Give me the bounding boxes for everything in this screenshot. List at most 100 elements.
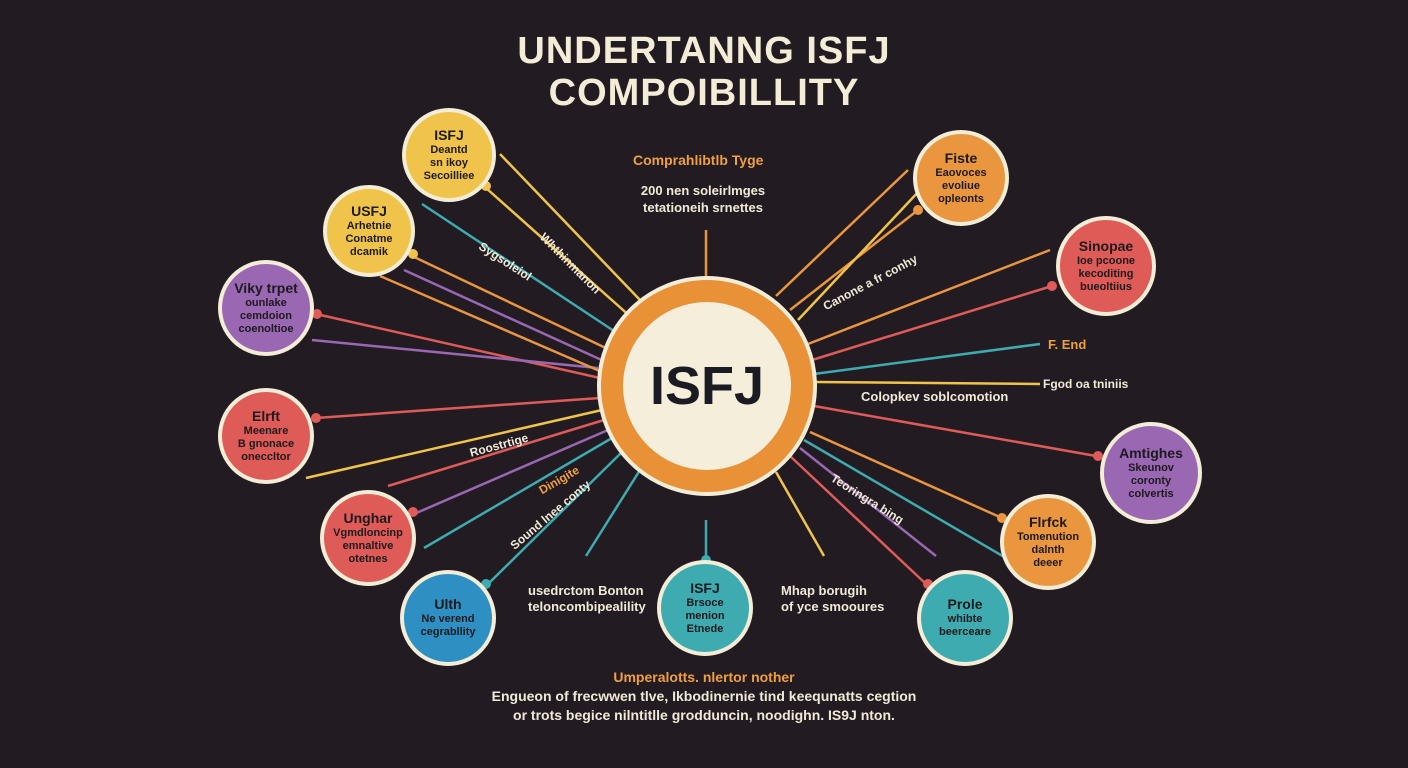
node-title: Elrft — [252, 407, 280, 424]
node-prole: Prole whibte beerceare — [917, 570, 1013, 666]
connector-endpoint-dot — [913, 205, 923, 215]
node-title: ISFJ — [690, 579, 720, 596]
node-line: coronty — [1130, 474, 1172, 487]
node-line: ounlake — [245, 296, 287, 309]
node-title: ISFJ — [434, 126, 464, 143]
connector-line — [797, 189, 921, 321]
connector-line — [423, 436, 613, 550]
node-elrft: Elrft Meenare B gnonace oneccltor — [218, 388, 314, 484]
node-line: bueoltiius — [1080, 280, 1132, 293]
connector-line — [775, 169, 909, 297]
connector-endpoint-dot — [408, 249, 418, 259]
node-amtighes: Amtighes Skeunov coronty colvertis — [1100, 422, 1202, 524]
node-line: Tomenution — [1016, 530, 1080, 543]
bottom-right-text-2: of yce smooures — [781, 599, 885, 614]
node-line: Secoilliee — [423, 169, 475, 182]
node-title: Sinopae — [1078, 237, 1134, 254]
node-viky-trpet: Viky trpet ounlake cemdoion coenoltioe — [218, 260, 314, 356]
connector-endpoint-dot — [408, 507, 418, 517]
connector-line — [413, 428, 609, 516]
connector-line — [774, 471, 826, 557]
line-label-f-end: F. End — [1048, 337, 1087, 352]
node-line: colvertis — [1128, 487, 1174, 500]
node-line: opleonts — [938, 192, 984, 205]
subtitle-line-2: tetationeih srnettes — [643, 200, 763, 215]
connector-line — [403, 268, 607, 364]
node-line: coenoltioe — [238, 322, 294, 335]
node-title: USFJ — [351, 202, 387, 219]
node-line: menion — [685, 609, 725, 622]
node-line: Ioe pcoone — [1076, 254, 1136, 267]
node-line: Skeunov — [1128, 461, 1174, 474]
connector-line — [584, 469, 642, 557]
node-title: Prole — [947, 596, 983, 613]
node-line: Ne verend — [421, 613, 475, 626]
node-line: otetnes — [348, 552, 388, 565]
node-line: Meenare — [243, 424, 289, 437]
connector-line — [803, 438, 1031, 574]
footer-line-1: Engueon of frecwwen tlve, Ikbodinernie t… — [491, 688, 917, 704]
title-line-1: UNDERTANNG ISFJ — [517, 30, 891, 72]
node-flrfck: Flrfck Tomenution dalnth deeer — [1000, 494, 1096, 590]
connector-endpoint-dot — [311, 413, 321, 423]
hub-label: ISFJ — [623, 302, 791, 470]
connector-line — [809, 430, 1003, 520]
node-line: evoliue — [942, 179, 980, 192]
connector-line — [499, 153, 641, 301]
node-line: whibte — [947, 613, 983, 626]
node-line: Vgmdloncinp — [333, 526, 403, 539]
node-isfj-deantd: ISFJ Deantd sn ikoy Secoilliee — [402, 108, 496, 202]
connector-line — [411, 254, 611, 352]
node-line: deeer — [1033, 556, 1063, 569]
node-ulth: Ulth Ne verend cegrabllity — [400, 570, 496, 666]
bottom-left-text-1: usedrctom Bonton — [528, 583, 644, 598]
connector-line — [813, 342, 1041, 376]
connector-line — [799, 447, 937, 557]
node-unghar: Unghar Vgmdloncinp emnaltive otetnes — [320, 490, 416, 586]
connector-line — [789, 455, 927, 585]
node-title: Ulth — [434, 596, 462, 613]
node-line: kecoditing — [1078, 267, 1134, 280]
footer-heading: Umperalotts. nlertor nother — [613, 669, 795, 685]
connector-line — [811, 284, 1053, 362]
node-title: Flrfck — [1028, 513, 1068, 530]
node-line: beerceare — [939, 626, 991, 639]
node-sinopae: Sinopae Ioe pcoone kecoditing bueoltiius — [1056, 216, 1156, 316]
node-line: oneccltor — [241, 450, 291, 463]
compat-type-label: Comprahlibtlb Tyge — [633, 152, 764, 168]
node-line: B gnonace — [237, 437, 295, 450]
node-line: emnaltive — [342, 539, 394, 552]
node-fiste: Fiste Eaovoces evoliue opleonts — [913, 130, 1009, 226]
node-line: Brsoce — [686, 596, 724, 609]
node-line: Arhetnie — [346, 219, 392, 232]
connector-line — [421, 202, 621, 337]
connector-line — [485, 451, 623, 587]
connector-endpoint-dot — [1093, 451, 1103, 461]
connector-line — [379, 274, 603, 374]
node-isfj-brsoce: ISFJ Brsoce menion Etnede — [657, 560, 753, 656]
connector-line — [387, 418, 605, 488]
node-title: Amtighes — [1119, 444, 1183, 461]
connector-line — [315, 312, 601, 380]
connector-line — [813, 404, 1097, 458]
node-line: dcamik — [350, 245, 388, 258]
node-title: Fiste — [944, 149, 978, 166]
footer-line-2: or trots begice nilntitlle grodduncin, n… — [513, 707, 895, 723]
connector-line — [305, 408, 603, 480]
connector-line — [311, 338, 599, 370]
bottom-right-text-1: Mhap borugih — [781, 583, 867, 598]
node-title: Viky trpet — [234, 279, 298, 296]
node-line: cegrabllity — [420, 626, 476, 639]
isfj-hub: ISFJ — [597, 276, 817, 496]
node-line: cemdoion — [240, 309, 292, 322]
node-line: Deantd — [430, 143, 468, 156]
connector-line — [485, 187, 633, 319]
connector-line — [807, 248, 1051, 346]
node-line: Conatme — [345, 232, 393, 245]
connector-line — [815, 380, 1041, 386]
connector-endpoint-dot — [1047, 281, 1057, 291]
connector-endpoint-dot — [312, 309, 322, 319]
node-line: sn ikoy — [430, 156, 468, 169]
